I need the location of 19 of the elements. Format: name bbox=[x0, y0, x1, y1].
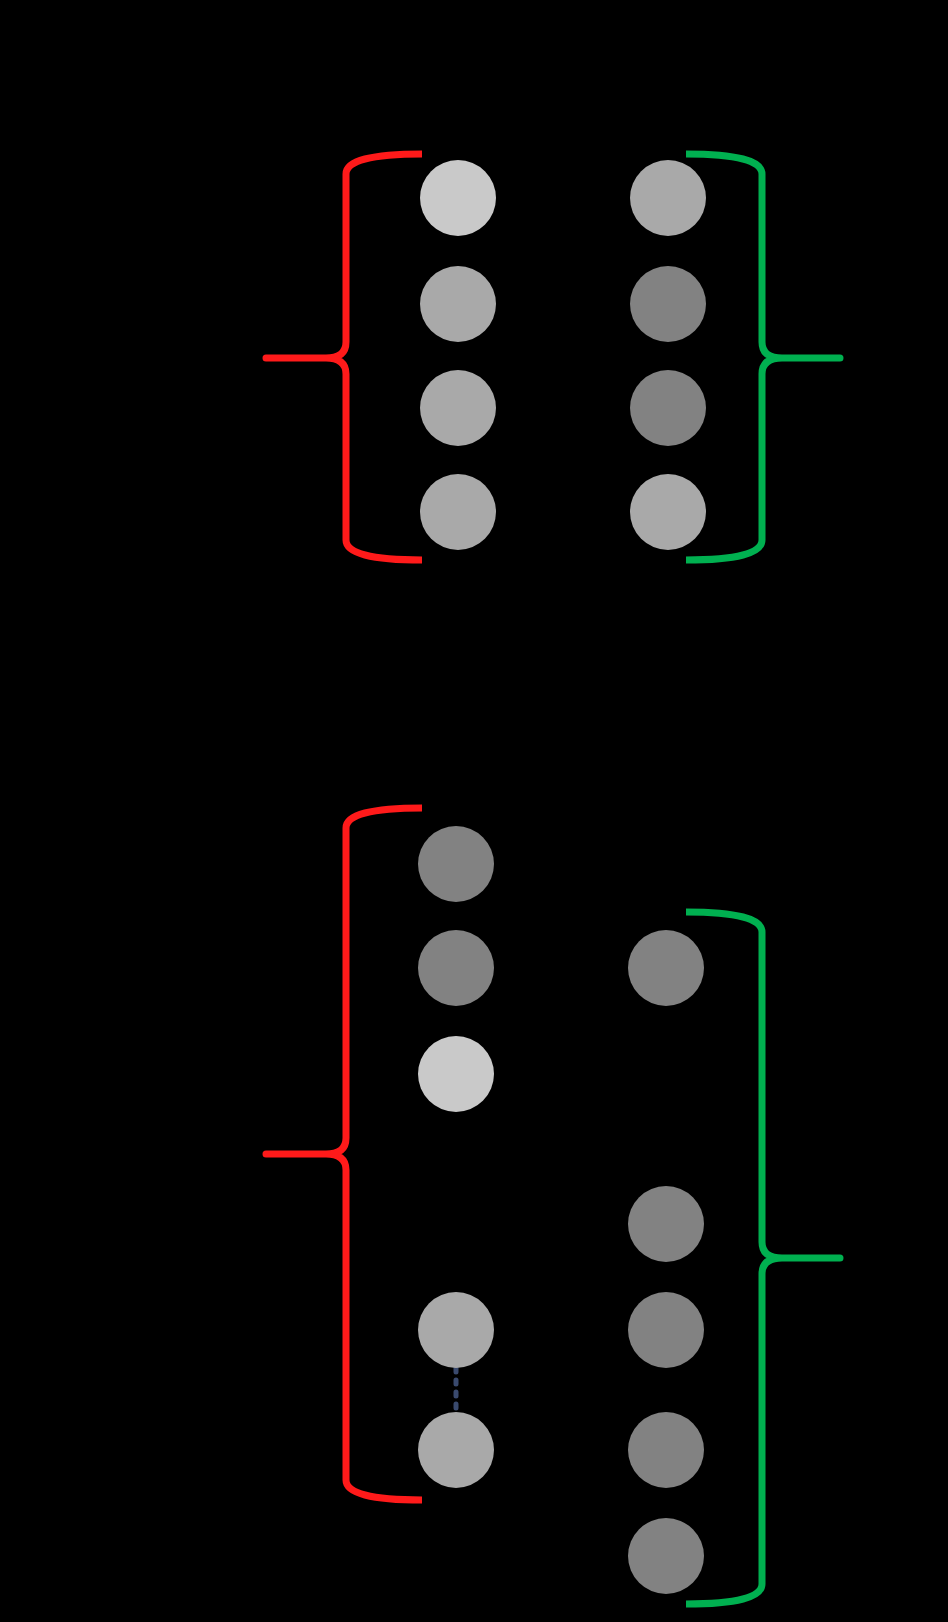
circle bbox=[420, 474, 496, 550]
circle bbox=[420, 160, 496, 236]
circle bbox=[630, 160, 706, 236]
dotted-line bbox=[453, 1365, 459, 1415]
circle bbox=[418, 1412, 494, 1488]
circle bbox=[628, 1518, 704, 1594]
circle bbox=[418, 1292, 494, 1368]
circle bbox=[420, 266, 496, 342]
circle bbox=[630, 370, 706, 446]
circle bbox=[628, 930, 704, 1006]
circle bbox=[418, 930, 494, 1006]
circle bbox=[628, 1292, 704, 1368]
circle bbox=[420, 370, 496, 446]
circle bbox=[630, 266, 706, 342]
circle bbox=[628, 1186, 704, 1262]
circle bbox=[418, 1036, 494, 1112]
circle bbox=[630, 474, 706, 550]
circle bbox=[418, 826, 494, 902]
circle bbox=[628, 1412, 704, 1488]
